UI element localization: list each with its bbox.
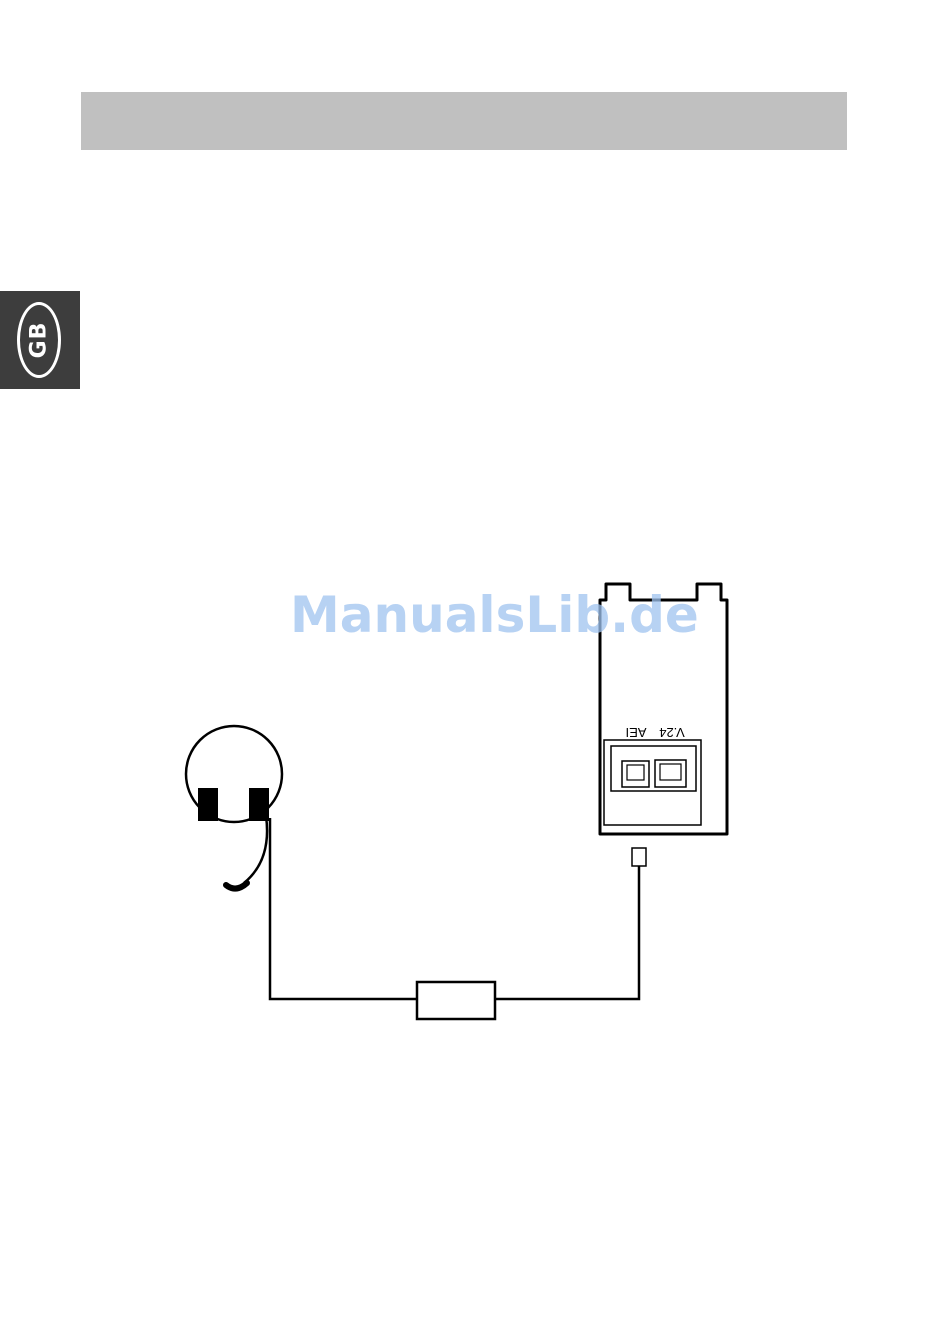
cable-left bbox=[270, 818, 417, 999]
v24-port-label: V.24 bbox=[659, 725, 685, 740]
cable-adapter-box bbox=[417, 982, 495, 1019]
microphone-boom bbox=[244, 816, 267, 883]
headset bbox=[186, 726, 282, 889]
left-earpiece bbox=[198, 788, 218, 821]
cable-right bbox=[495, 866, 639, 999]
microphone bbox=[226, 883, 247, 889]
cable bbox=[270, 818, 639, 999]
plug-connector bbox=[632, 848, 646, 866]
watermark: ManualsLib.de bbox=[290, 586, 699, 644]
aei-port-label: AEI bbox=[626, 725, 647, 740]
